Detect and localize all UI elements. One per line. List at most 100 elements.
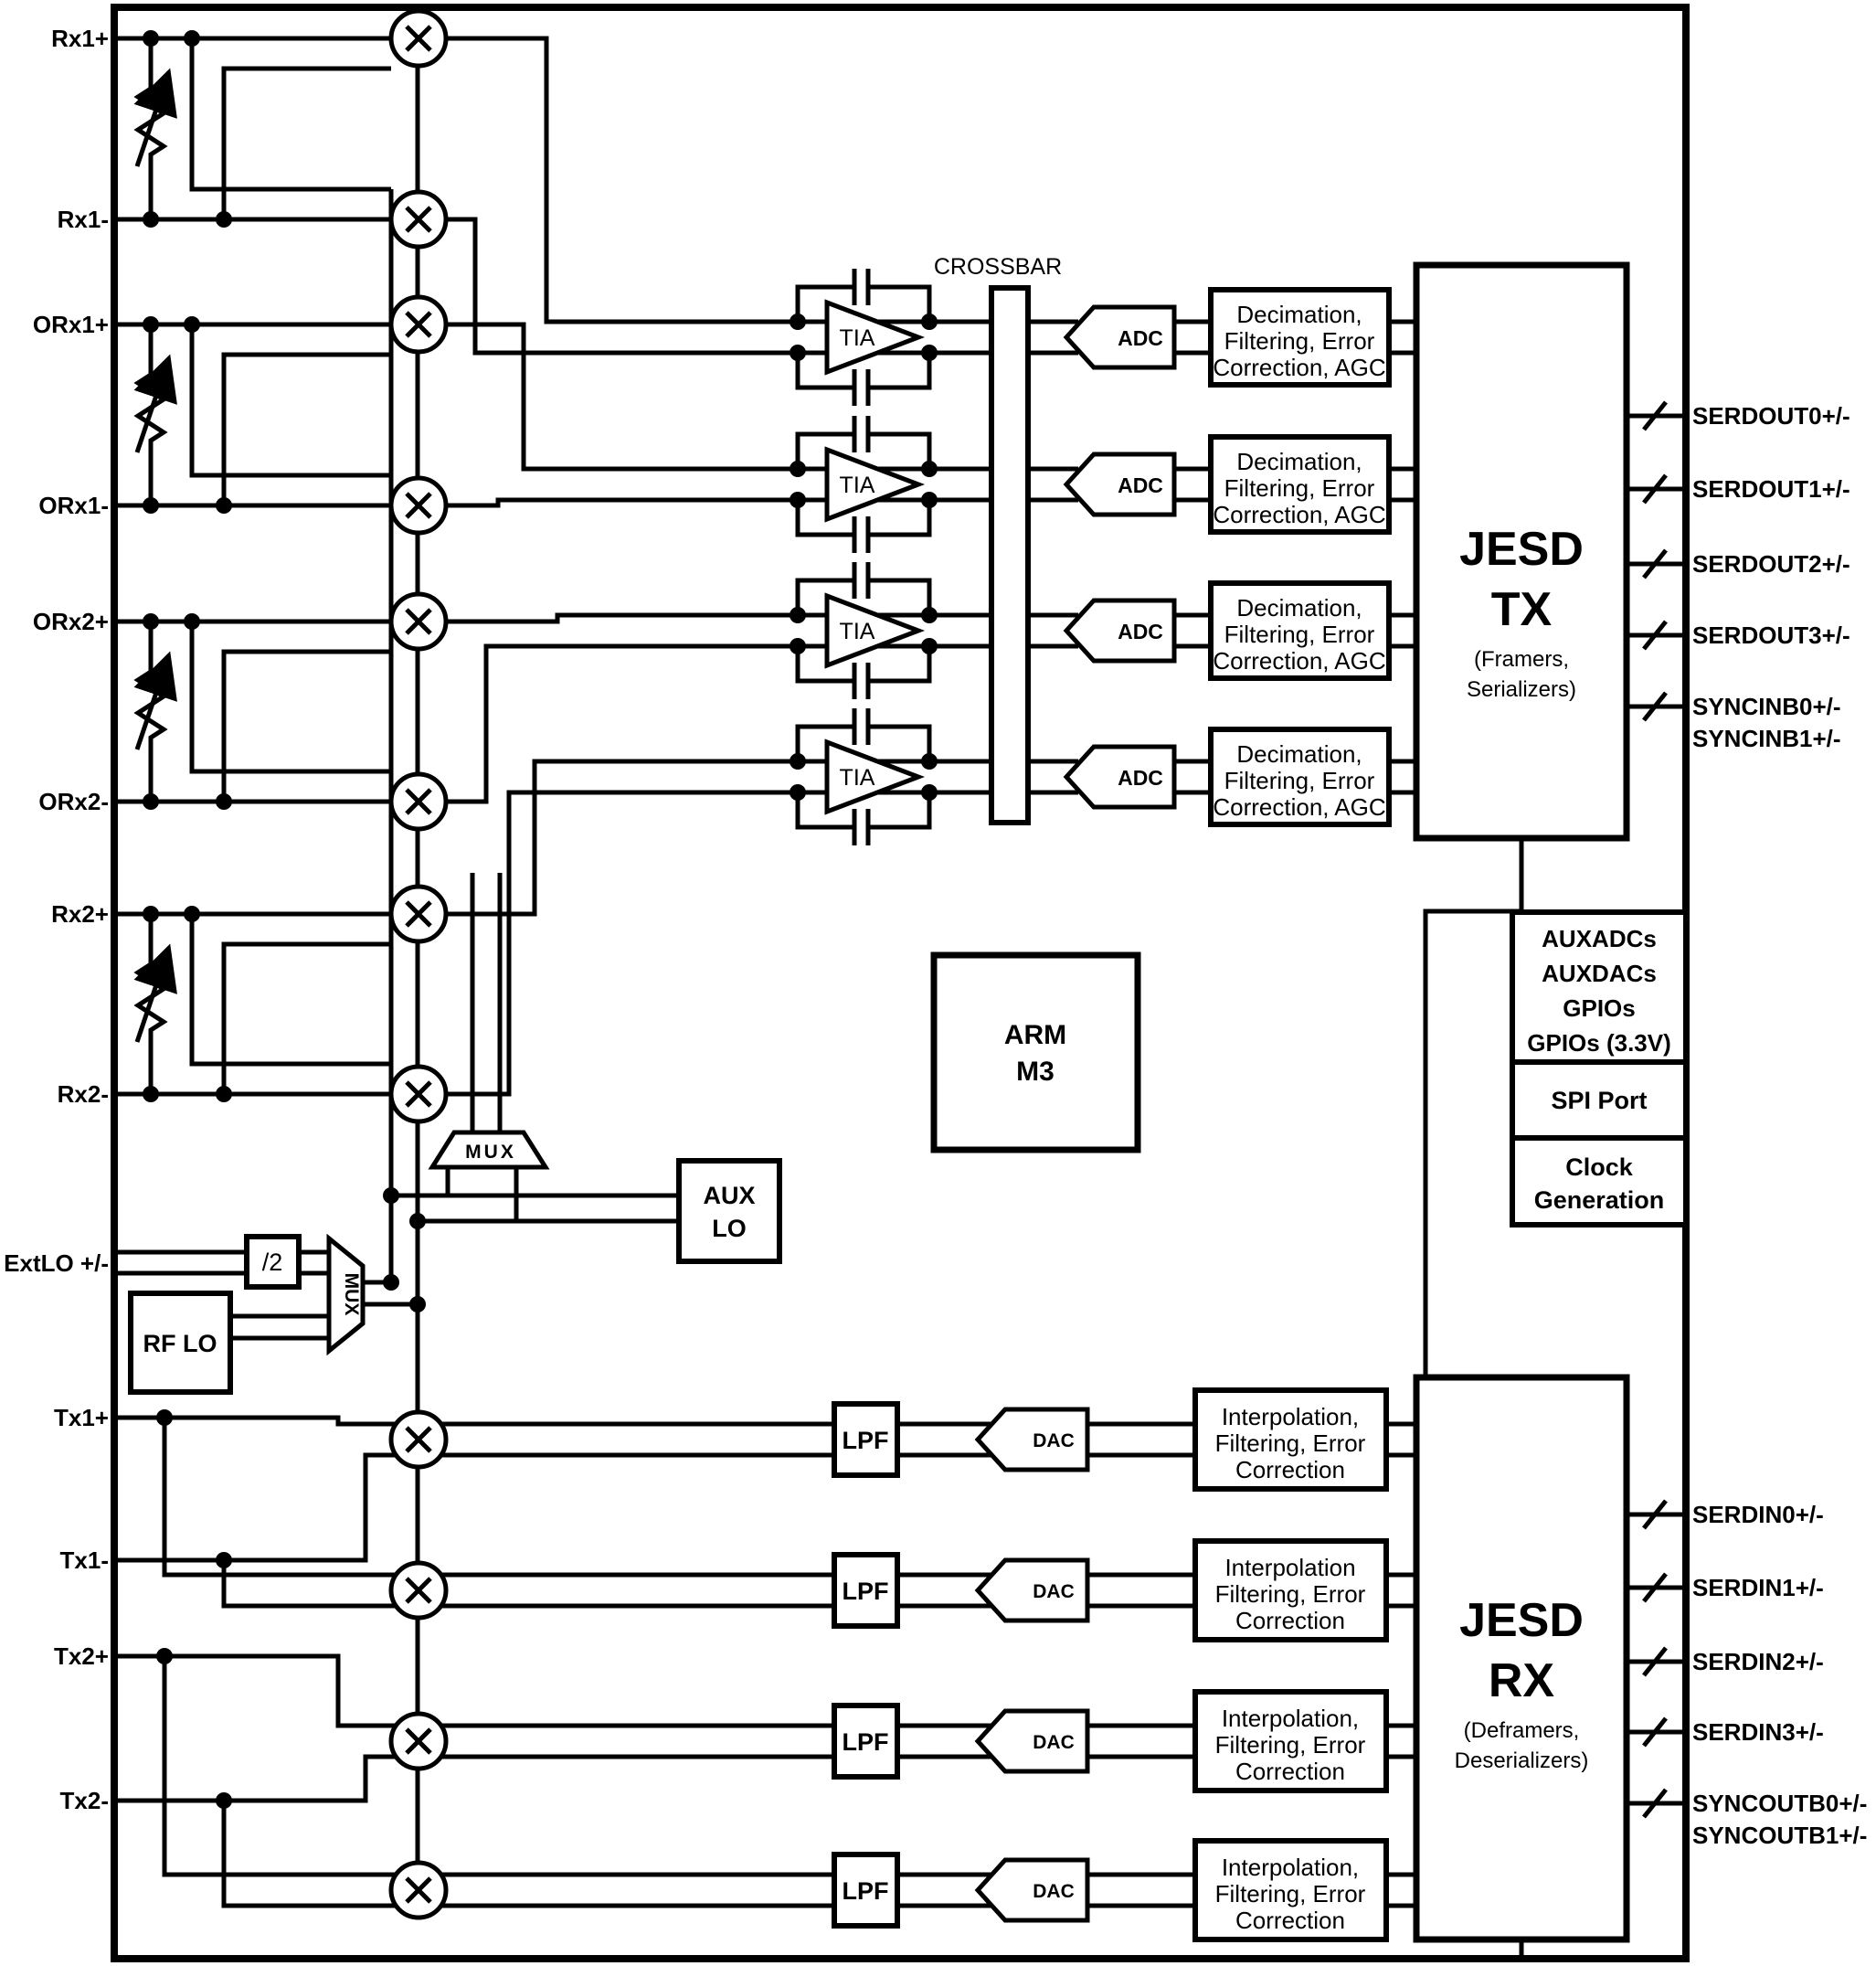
mixer-icon bbox=[388, 294, 449, 355]
mixer-icon bbox=[388, 884, 449, 944]
jesd-rx-sub: (Deframers, bbox=[1464, 1718, 1580, 1743]
pin-label-serdout2: SERDOUT2+/- bbox=[1692, 550, 1850, 578]
right-pin-labels: SERDOUT0+/- SERDOUT1+/- SERDOUT2+/- SERD… bbox=[1692, 402, 1867, 1849]
aux-io-block: AUXADCs AUXDACs GPIOs GPIOs (3.3V) bbox=[1510, 909, 1689, 1065]
decimation-line: Decimation, bbox=[1236, 448, 1362, 475]
interpolation-line: Filtering, Error bbox=[1215, 1880, 1366, 1908]
pin-label-orx1n: ORx1- bbox=[38, 492, 109, 519]
lpf-label: LPF bbox=[843, 1578, 889, 1605]
decimation-line: Correction, AGC bbox=[1213, 793, 1385, 821]
lpf-blocks: LPF LPF LPF LPF bbox=[832, 1401, 900, 1929]
decimation-line: Correction, AGC bbox=[1213, 354, 1385, 381]
spi-port-label: SPI Port bbox=[1551, 1087, 1647, 1114]
interpolation-line: Interpolation bbox=[1224, 1554, 1355, 1581]
jesd-rx-title: JESD bbox=[1459, 1594, 1584, 1647]
interpolation-blocks: Interpolation, Filtering, Error Correcti… bbox=[1192, 1387, 1389, 1942]
decimation-line: Decimation, bbox=[1236, 301, 1362, 328]
mixer-icon bbox=[388, 1409, 449, 1470]
jesd-rx-title2: RX bbox=[1489, 1654, 1555, 1707]
adc-converters: ADC ADC ADC ADC bbox=[1063, 304, 1177, 810]
jesd-tx-sub: (Framers, bbox=[1474, 647, 1569, 672]
dac-label: DAC bbox=[1033, 1430, 1075, 1451]
arm-m3-block: ARM M3 bbox=[930, 951, 1141, 1153]
decimation-line: Correction, AGC bbox=[1213, 647, 1385, 675]
dac-label: DAC bbox=[1033, 1732, 1075, 1753]
mixer-icon bbox=[388, 189, 449, 250]
lpf-label: LPF bbox=[843, 1728, 889, 1756]
pin-label-serdout3: SERDOUT3+/- bbox=[1692, 622, 1850, 649]
mux-vertical-label: MUX bbox=[341, 1273, 362, 1316]
tia-label: TIA bbox=[840, 473, 875, 498]
mixer-icon bbox=[388, 1860, 449, 1920]
aux-lo-label: AUX bbox=[703, 1182, 755, 1209]
interpolation-line: Correction bbox=[1235, 1907, 1345, 1934]
jesd-rx-sub: Deserializers) bbox=[1455, 1748, 1589, 1773]
pin-label-tx1p: Tx1+ bbox=[54, 1404, 109, 1431]
adc-label: ADC bbox=[1118, 473, 1163, 497]
lpf-label: LPF bbox=[843, 1427, 889, 1454]
rx-chain-wiring bbox=[795, 269, 1416, 845]
pin-label-rx1p: Rx1+ bbox=[51, 25, 109, 52]
tia-label: TIA bbox=[840, 619, 875, 644]
decimation-line: Filtering, Error bbox=[1224, 327, 1375, 355]
aux-lo-label2: LO bbox=[712, 1215, 747, 1242]
crossbar-bar bbox=[989, 285, 1031, 825]
aux-io-line: GPIOs (3.3V) bbox=[1527, 1029, 1671, 1057]
dac-converters: DAC DAC DAC DAC bbox=[974, 1407, 1090, 1923]
decimation-blocks: Decimation, Filtering, Error Correction,… bbox=[1208, 287, 1392, 827]
div2-label: /2 bbox=[262, 1249, 283, 1276]
interpolation-line: Correction bbox=[1235, 1758, 1345, 1785]
pin-label-syncoutb0: SYNCOUTB0+/- bbox=[1692, 1790, 1867, 1817]
decimation-line: Correction, AGC bbox=[1213, 501, 1385, 528]
arm-label: ARM bbox=[1004, 1020, 1066, 1050]
tx-chain-wiring bbox=[897, 1421, 1416, 1908]
pin-label-serdin3: SERDIN3+/- bbox=[1692, 1718, 1824, 1746]
pin-label-rx2p: Rx2+ bbox=[51, 900, 109, 928]
arm-label2: M3 bbox=[1016, 1057, 1055, 1087]
serial-lane-stubs bbox=[1627, 400, 1686, 1819]
rf-lo-block: RF LO bbox=[128, 1291, 233, 1395]
clock-label2: Generation bbox=[1534, 1186, 1665, 1214]
interpolation-line: Interpolation, bbox=[1222, 1403, 1359, 1430]
pin-label-tx2n: Tx2- bbox=[60, 1787, 109, 1814]
mixer-icon bbox=[388, 1560, 449, 1621]
dac-label: DAC bbox=[1033, 1581, 1075, 1602]
pin-label-serdin1: SERDIN1+/- bbox=[1692, 1574, 1824, 1601]
tia-label: TIA bbox=[840, 765, 875, 791]
pin-label-extlo: ExtLO +/- bbox=[4, 1249, 109, 1277]
pin-label-tx1n: Tx1- bbox=[60, 1546, 109, 1574]
div2-block: /2 bbox=[244, 1234, 302, 1290]
spi-port-block: SPI Port bbox=[1510, 1059, 1689, 1141]
adc-label: ADC bbox=[1118, 326, 1163, 350]
pin-label-tx2p: Tx2+ bbox=[54, 1642, 109, 1670]
junction-dots bbox=[143, 30, 938, 1809]
attenuator-icon bbox=[133, 38, 177, 1094]
interpolation-line: Filtering, Error bbox=[1215, 1429, 1366, 1457]
mixer-icon bbox=[388, 1064, 449, 1124]
jesd-tx-title2: TX bbox=[1491, 583, 1553, 636]
crossbar-label: CROSSBAR bbox=[934, 254, 1062, 280]
jesd-rx-block: JESD RX (Deframers, Deserializers) bbox=[1413, 1374, 1630, 1943]
dac-label: DAC bbox=[1033, 1881, 1075, 1902]
adc-label: ADC bbox=[1118, 766, 1163, 790]
rf-lo-label: RF LO bbox=[143, 1330, 217, 1357]
pin-label-syncinb0: SYNCINB0+/- bbox=[1692, 693, 1841, 720]
aux-io-line: AUXDACs bbox=[1542, 960, 1657, 987]
jesd-tx-block: JESD TX (Framers, Serializers) bbox=[1413, 261, 1630, 842]
lpf-label: LPF bbox=[843, 1877, 889, 1905]
pin-label-rx2n: Rx2- bbox=[58, 1080, 109, 1108]
mixer-icon bbox=[388, 591, 449, 652]
rx-input-wiring bbox=[114, 36, 798, 1097]
interpolation-line: Correction bbox=[1235, 1607, 1345, 1634]
pin-label-syncinb1: SYNCINB1+/- bbox=[1692, 725, 1841, 752]
pin-label-serdout0: SERDOUT0+/- bbox=[1692, 402, 1850, 430]
pin-label-orx2p: ORx2+ bbox=[33, 608, 109, 635]
interpolation-line: Filtering, Error bbox=[1215, 1731, 1366, 1759]
aux-io-line: GPIOs bbox=[1563, 994, 1635, 1022]
interpolation-line: Interpolation, bbox=[1222, 1705, 1359, 1732]
interpolation-line: Filtering, Error bbox=[1215, 1580, 1366, 1608]
decimation-line: Filtering, Error bbox=[1224, 621, 1375, 648]
decimation-line: Decimation, bbox=[1236, 594, 1362, 622]
